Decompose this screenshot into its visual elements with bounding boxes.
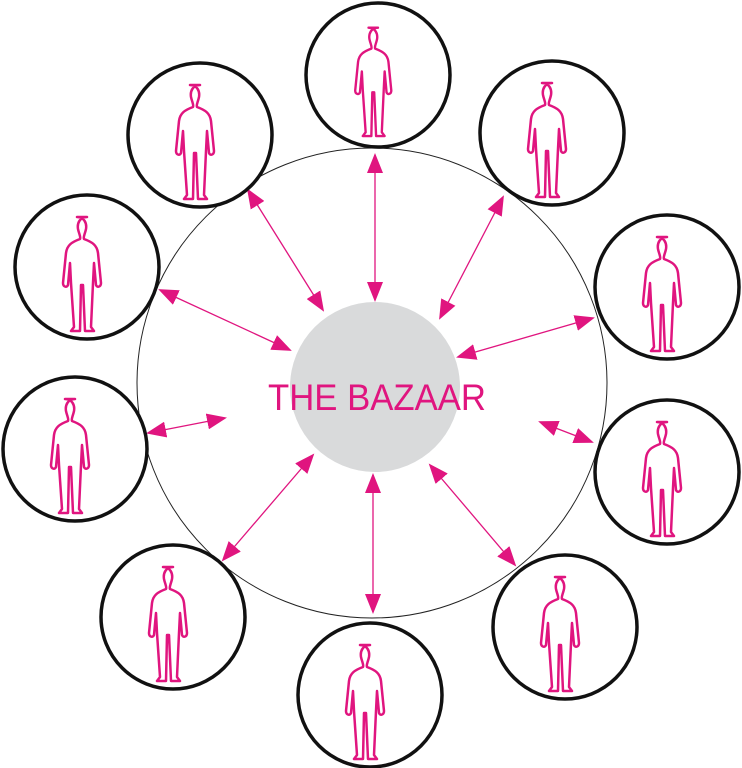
participant-circle (99, 543, 247, 691)
person-top-left (126, 61, 274, 209)
person-silhouette-icon (147, 565, 189, 683)
connection-arrow (246, 188, 325, 312)
connection-arrow (221, 453, 315, 562)
bazaar-title: THE BAZAAR (268, 377, 486, 418)
participant-circle (1, 375, 149, 523)
person-silhouette-icon (526, 81, 568, 199)
connection-arrow (428, 463, 517, 567)
participant-circle (491, 553, 639, 701)
participant-circle (13, 193, 161, 341)
person-right-lower (593, 398, 741, 546)
person-silhouette-icon (49, 397, 91, 515)
person-bottom-left (99, 543, 247, 691)
connection-arrow (146, 413, 227, 438)
participant-circle (296, 621, 444, 768)
connection-arrow (456, 315, 595, 360)
person-upper-left (13, 193, 161, 341)
person-silhouette-icon (539, 575, 581, 693)
connection-arrow (439, 195, 504, 320)
participant-circle (304, 1, 452, 149)
person-silhouette-icon (61, 215, 103, 333)
person-right (593, 213, 741, 361)
person-top-right (478, 59, 626, 207)
person-silhouette-icon (174, 83, 216, 201)
bazaar-hub (290, 302, 460, 472)
participant-circle (593, 398, 741, 546)
person-silhouette-icon (641, 235, 683, 353)
person-bottom-right (491, 553, 639, 701)
connection-arrow (538, 420, 594, 444)
person-silhouette-icon (344, 643, 386, 761)
participant-circle (478, 59, 626, 207)
participant-circle (126, 61, 274, 209)
connection-arrow (158, 289, 292, 351)
person-left (1, 375, 149, 523)
person-silhouette-icon (354, 26, 393, 138)
participant-circle (593, 213, 741, 361)
person-bottom (296, 621, 444, 768)
person-top (304, 1, 452, 149)
person-silhouette-icon (641, 420, 683, 538)
